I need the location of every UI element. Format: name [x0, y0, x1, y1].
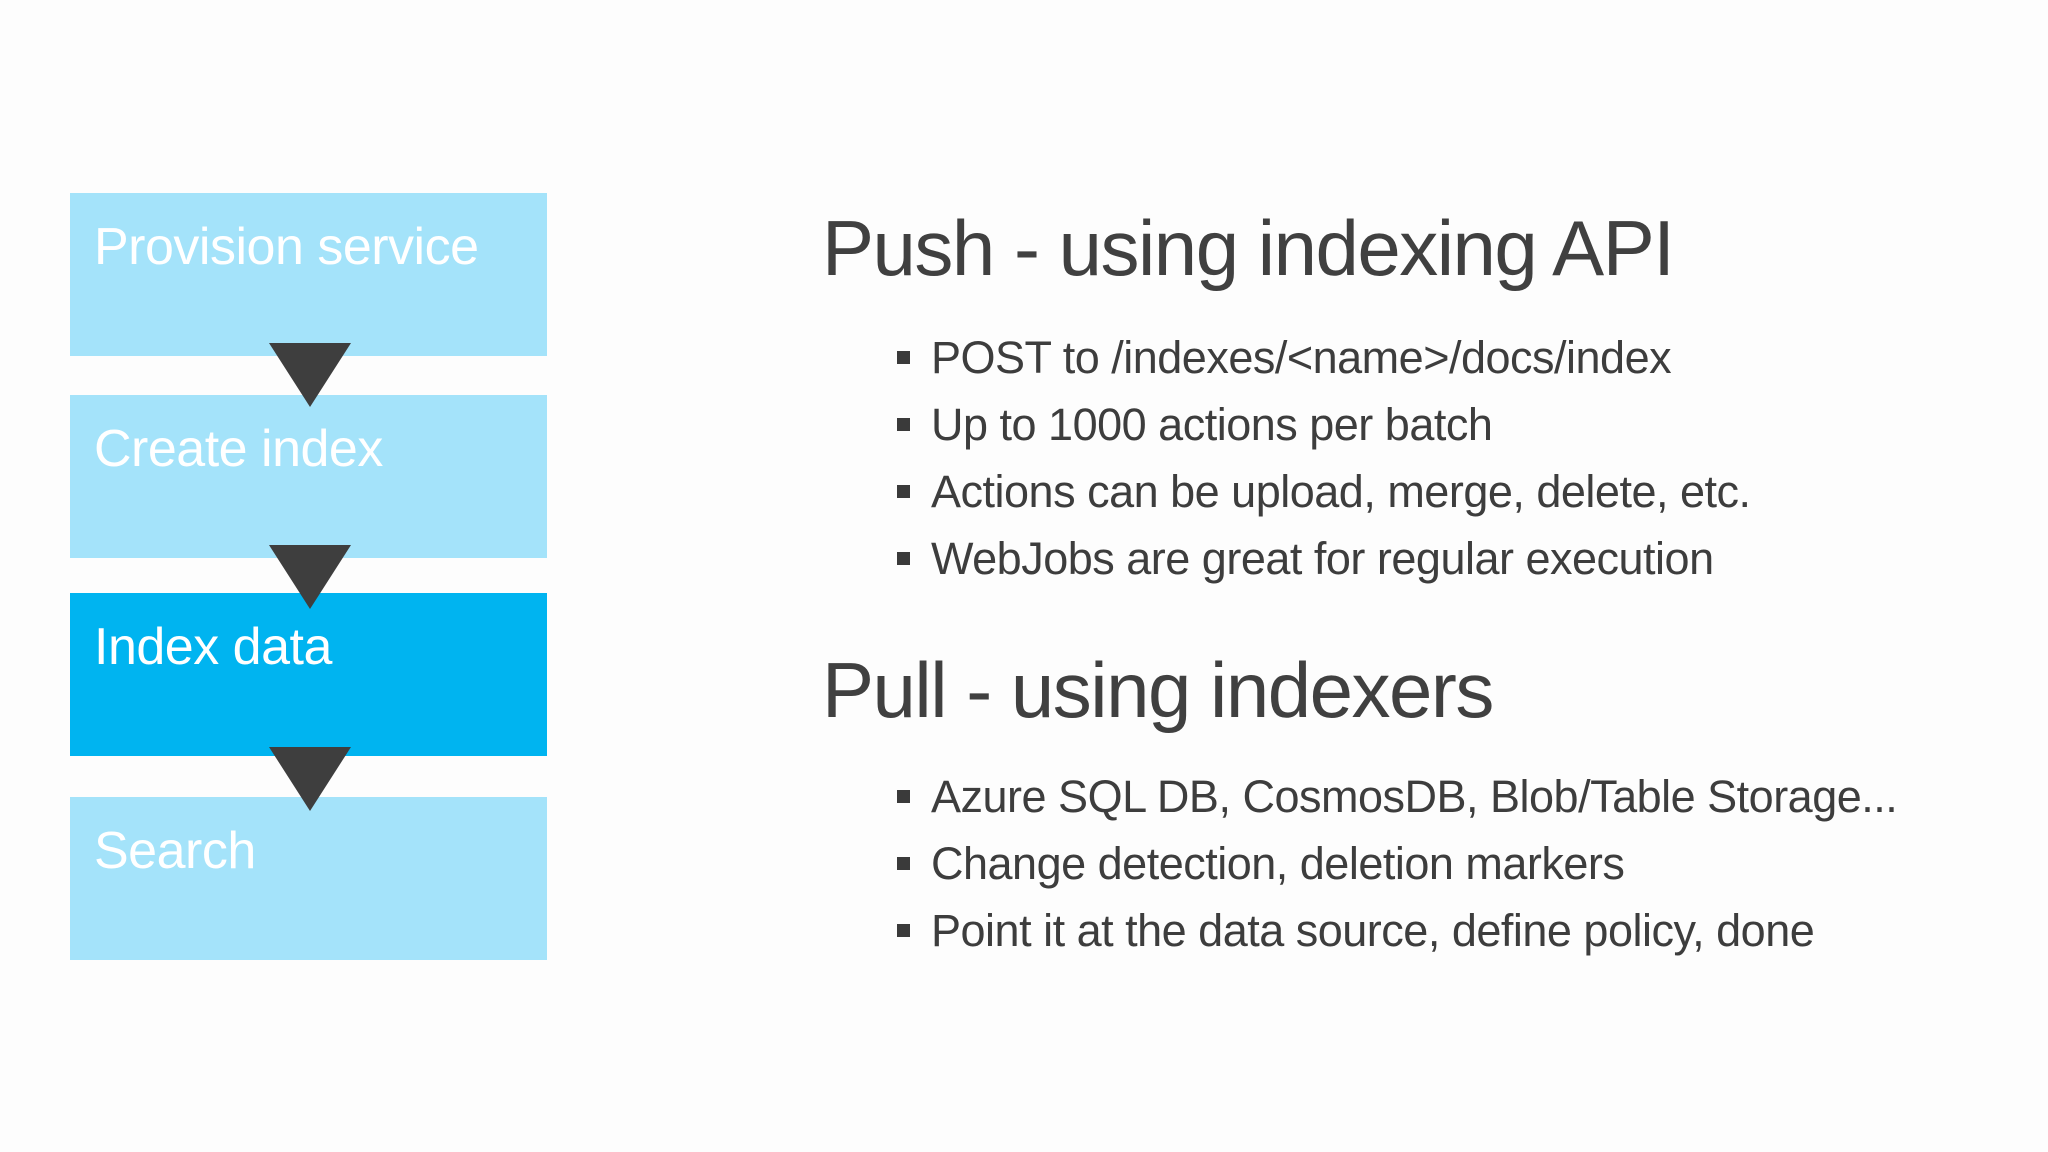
section-push-bullets: POST to /indexes/<name>/docs/index Up to… [897, 324, 1751, 592]
arrow-down-icon [269, 343, 351, 407]
square-bullet-icon [897, 418, 910, 431]
bullet-text: Point it at the data source, define poli… [931, 904, 1815, 956]
section-pull-bullets: Azure SQL DB, CosmosDB, Blob/Table Stora… [897, 763, 1898, 964]
bullet-text: Azure SQL DB, CosmosDB, Blob/Table Stora… [931, 770, 1898, 822]
arrow-down-icon [269, 545, 351, 609]
square-bullet-icon [897, 351, 910, 364]
bullet-text: Actions can be upload, merge, delete, et… [931, 465, 1751, 517]
square-bullet-icon [897, 552, 910, 565]
arrow-down-icon [269, 747, 351, 811]
flow-step-index-data: Index data [70, 593, 547, 756]
section-pull: Pull - using indexers Azure SQL DB, Cosm… [822, 640, 1898, 964]
flow-step-label: Search [94, 822, 256, 880]
bullet-text: Up to 1000 actions per batch [931, 398, 1493, 450]
square-bullet-icon [897, 857, 910, 870]
bullet-item: POST to /indexes/<name>/docs/index [897, 324, 1751, 391]
indexing-workflow-diagram: Provision service Create index Index dat… [70, 193, 547, 960]
flow-step-provision-service: Provision service [70, 193, 547, 356]
section-pull-title: Pull - using indexers [822, 646, 1494, 734]
bullet-text: WebJobs are great for regular execution [931, 532, 1714, 584]
section-push-title: Push - using indexing API [822, 204, 1675, 292]
square-bullet-icon [897, 485, 910, 498]
bullet-item: Actions can be upload, merge, delete, et… [897, 458, 1751, 525]
section-push: Push - using indexing API POST to /index… [822, 198, 1751, 592]
bullet-item: Azure SQL DB, CosmosDB, Blob/Table Stora… [897, 763, 1898, 830]
bullet-item: Up to 1000 actions per batch [897, 391, 1751, 458]
bullet-item: WebJobs are great for regular execution [897, 525, 1751, 592]
flow-step-label: Create index [94, 420, 383, 478]
square-bullet-icon [897, 790, 910, 803]
flow-step-create-index: Create index [70, 395, 547, 558]
square-bullet-icon [897, 924, 910, 937]
flow-step-label: Provision service [94, 218, 479, 276]
bullet-item: Point it at the data source, define poli… [897, 897, 1897, 964]
flow-step-label: Index data [94, 618, 332, 676]
bullet-item: Change detection, deletion markers [897, 830, 1897, 897]
bullet-text: Change detection, deletion markers [931, 837, 1625, 889]
bullet-text: POST to /indexes/<name>/docs/index [931, 331, 1672, 383]
flow-step-search: Search [70, 797, 547, 960]
